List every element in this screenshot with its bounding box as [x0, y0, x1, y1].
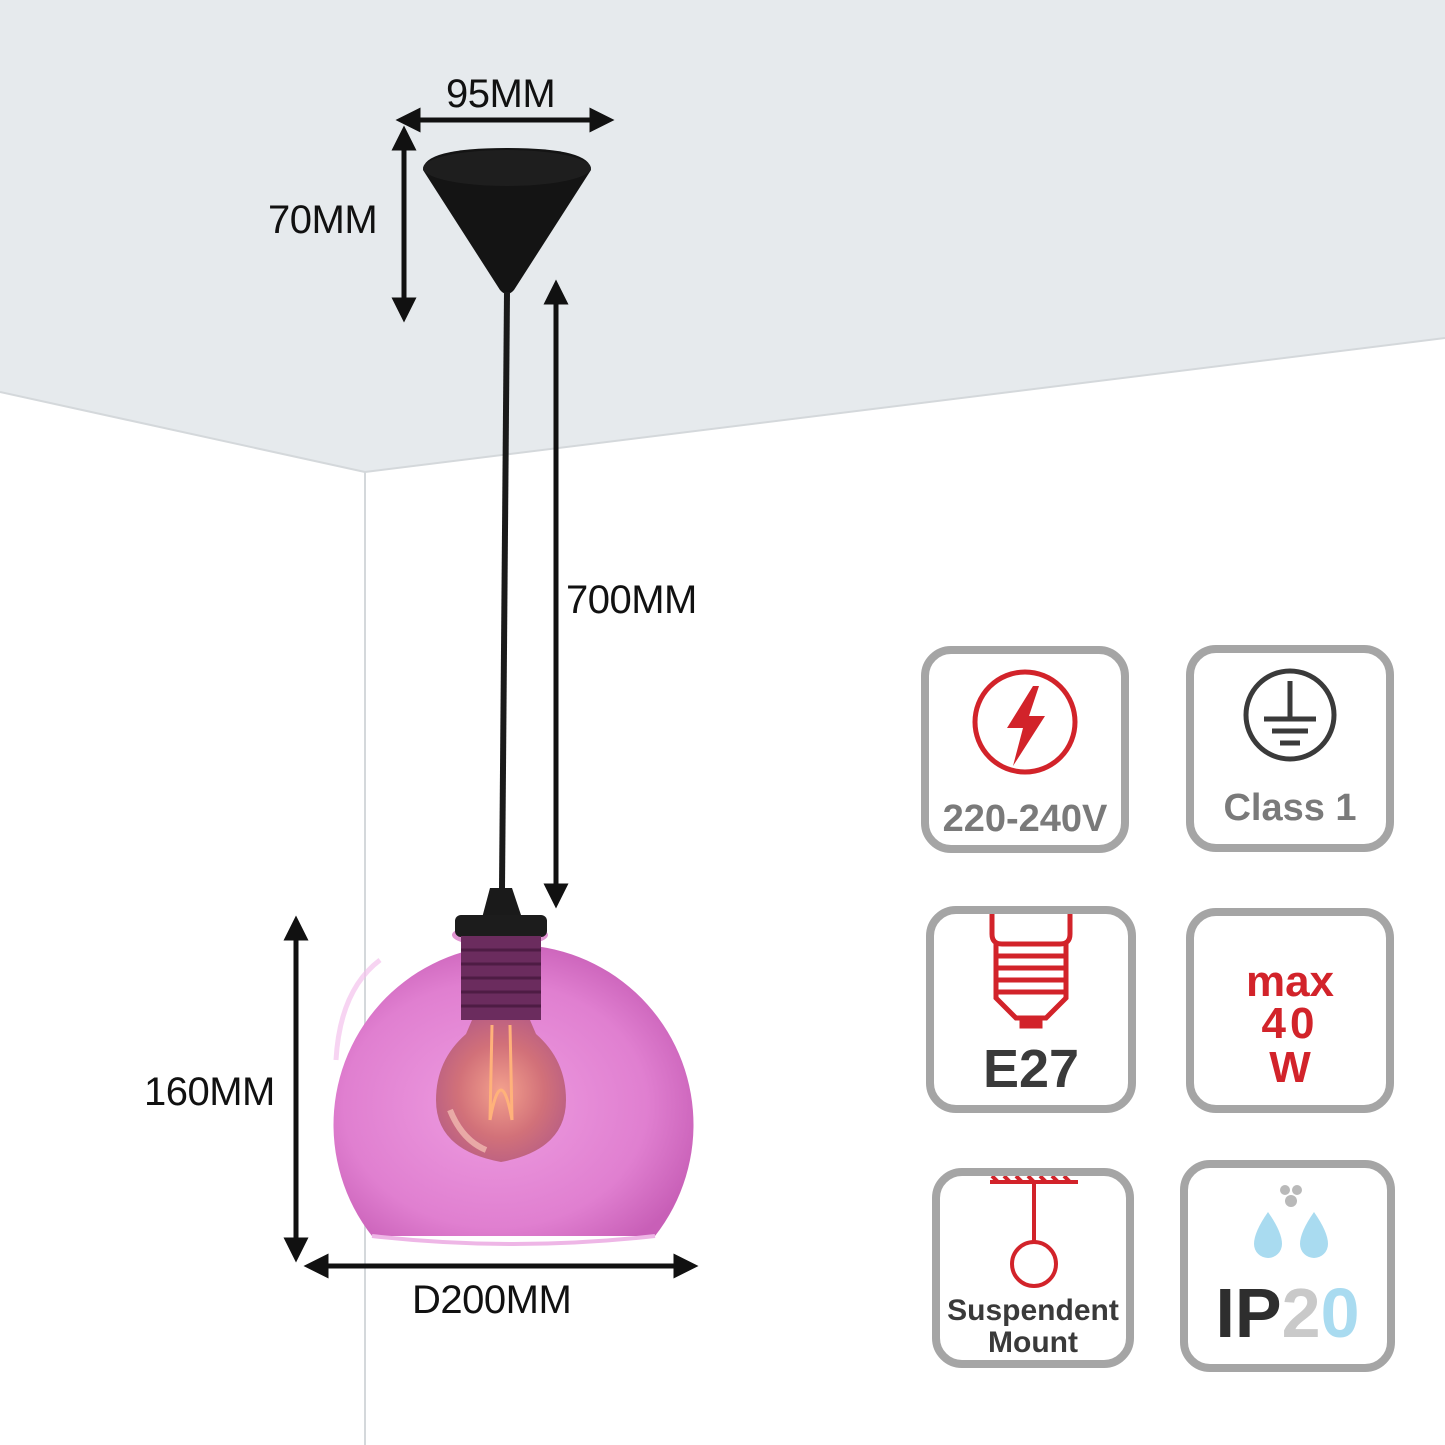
ip-digit-1: 2 — [1281, 1274, 1321, 1352]
cord-length-label: 700MM — [566, 578, 697, 622]
ceiling-edge-left — [0, 391, 366, 473]
e27-bulb-base-icon — [989, 914, 1073, 1029]
voltage-label: 220-240V — [942, 798, 1108, 840]
canopy-height-label: 70MM — [268, 198, 378, 242]
ceiling — [0, 0, 1445, 472]
shade-height-label: 160MM — [144, 1070, 275, 1114]
wattage-value-label: 40 — [1261, 999, 1319, 1048]
mount-label-line1: Suspendent — [947, 1294, 1119, 1327]
suspension-cord — [499, 291, 510, 889]
class-badge: Class 1 — [1186, 645, 1394, 852]
wattage-unit-label: W — [1269, 1043, 1311, 1092]
suspension-mount-icon — [990, 1176, 1078, 1288]
shade-diameter-label: D200MM — [412, 1278, 572, 1322]
wattage-max-label: max — [1245, 957, 1335, 1006]
mount-label-line2: Mount — [988, 1326, 1078, 1359]
lamp-socket — [455, 888, 547, 1020]
water-drops-icon — [1254, 1185, 1328, 1258]
base-badge: E27 — [926, 906, 1136, 1113]
earth-ground-icon — [1243, 668, 1337, 762]
ip-label: IP20 — [1188, 1278, 1387, 1348]
ip-prefix: IP — [1215, 1274, 1282, 1352]
class-label: Class 1 — [1223, 787, 1357, 829]
base-label: E27 — [982, 1039, 1080, 1099]
ip-rating-badge: IP20 — [1180, 1160, 1395, 1372]
electric-bolt-icon — [972, 669, 1078, 775]
mount-badge: Suspendent Mount — [932, 1168, 1134, 1368]
canopy-width-label: 95MM — [446, 72, 556, 116]
filament-bulb — [436, 1020, 566, 1162]
voltage-badge: 220-240V — [921, 646, 1129, 853]
ip-digit-2: 0 — [1320, 1274, 1360, 1352]
ceiling-canopy — [423, 148, 591, 294]
wattage-badge: max 40 W — [1186, 908, 1394, 1113]
left-wall — [0, 392, 365, 1445]
